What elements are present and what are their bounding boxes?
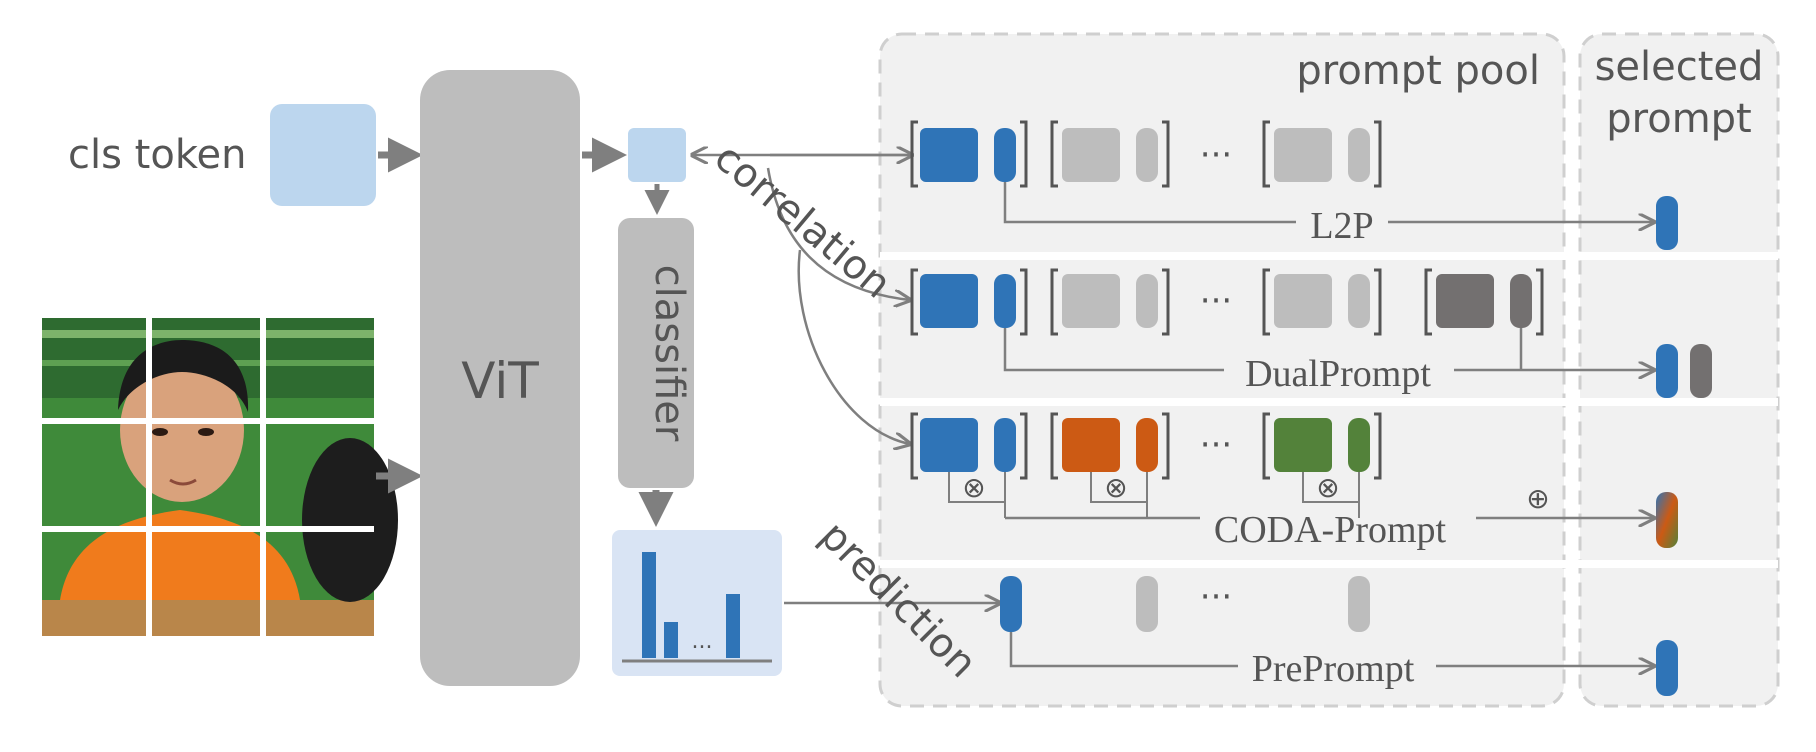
otimes-symbol: ⊗ [1104,471,1127,504]
selected-prompt-label-1: selected [1595,44,1764,90]
selected-prompt-token [1690,344,1712,398]
oplus-symbol: ⊕ [1526,482,1549,515]
method-name: L2P [1310,205,1373,247]
histogram-bar [726,594,740,658]
selected-prompt-token [1656,640,1678,696]
method-name: PrePrompt [1252,648,1415,690]
method-name: CODA-Prompt [1214,509,1447,551]
cls-output-box [628,128,686,182]
histogram-bar [642,552,656,658]
selected-prompt-token [1656,492,1678,548]
to-coda-arrow [797,249,910,444]
row-coda-prompt: ··· ⊗ ⊗ ⊗ CODA-Prompt ⊕ [910,412,1678,551]
ellipsis: ··· [1200,577,1232,617]
ellipsis: ··· [1200,425,1232,465]
selected-prompt-panel [1578,32,1780,708]
selected-prompt-label-2: prompt [1606,96,1751,142]
classifier-block [618,218,694,488]
row-dualprompt: ··· DualPrompt [910,268,1712,398]
row-separator [880,398,1778,406]
otimes-symbol: ⊗ [962,471,985,504]
selected-prompt-token [1656,344,1678,398]
vit-label: ViT [461,352,539,410]
cls-token-label: cls token [68,132,247,178]
method-name: DualPrompt [1245,353,1431,395]
otimes-symbol: ⊗ [1316,471,1339,504]
prediction-histogram [612,530,782,676]
prompt-pool-label: prompt pool [1296,48,1540,94]
row-separator [880,252,1778,260]
cls-token-box [270,104,376,206]
vit-block [420,70,580,686]
child-photo-grid [42,318,398,636]
correlation-label: correlation [706,134,900,307]
histogram-ellipsis: ... [692,629,713,654]
row-separator [880,560,1778,568]
row-preprompt: ··· PrePrompt [1000,576,1678,696]
ellipsis: ··· [1200,281,1232,321]
ellipsis: ··· [1200,135,1232,175]
to-dualprompt-arrow [766,167,910,300]
row-l2p: ··· L2P [910,120,1678,250]
histogram-bar [664,622,678,658]
selected-prompt-token [1656,196,1678,250]
classifier-label: classifier [646,265,692,442]
